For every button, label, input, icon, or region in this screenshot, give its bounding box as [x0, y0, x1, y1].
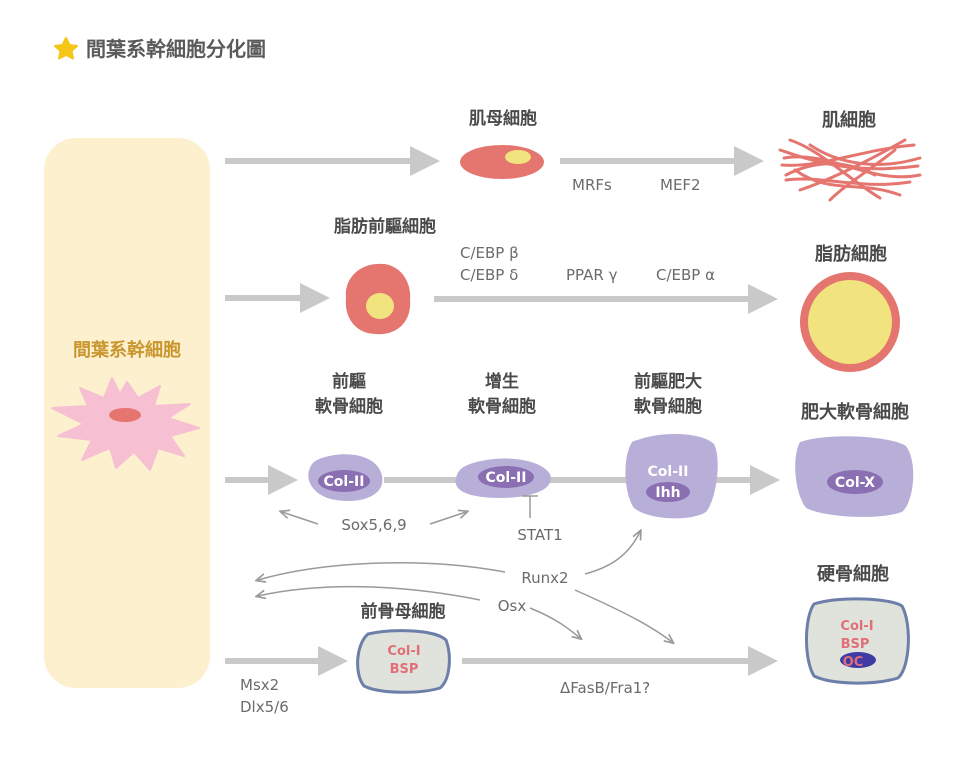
preosteoblast-cell: Col-I BSP [356, 629, 451, 694]
prechondrocyte-label-2: 軟骨細胞 [315, 396, 383, 417]
hypertrophic-label: 肥大軟骨細胞 [800, 401, 909, 423]
stem-cell-label: 間葉系幹細胞 [73, 339, 181, 361]
prehypertrophic-label-2: 軟骨細胞 [634, 396, 702, 417]
factor-cebpb: C/EBP β [460, 244, 519, 262]
factor-msx2: Msx2 [240, 676, 279, 694]
factor-runx2: Runx2 [521, 569, 568, 587]
preadipocyte-cell [345, 263, 411, 335]
preosteoblast-label: 前骨母細胞 [361, 601, 446, 622]
factor-mrfs: MRFs [572, 176, 612, 194]
proliferative-label-1: 增生 [485, 371, 519, 392]
preadipocyte-label: 脂肪前驅細胞 [334, 216, 436, 237]
prechondrocyte-label-1: 前驅 [332, 371, 366, 392]
title-group: 間葉系幹細胞分化圖 [54, 37, 266, 61]
arrow-runx2-up [584, 532, 640, 575]
myoblast-cell [460, 145, 544, 179]
factor-mef2: MEF2 [660, 176, 701, 194]
hypertrophic-cell: Col-X [795, 436, 914, 517]
marker-col2-proliferative: Col-II [486, 470, 527, 486]
factor-dlx: Dlx5/6 [240, 698, 289, 716]
adipocyte-cell [800, 272, 900, 372]
stem-cell-nucleus [109, 408, 141, 422]
marker-bsp-preosteoblast: BSP [390, 662, 419, 677]
factor-fasb: ΔFasB/Fra1? [560, 679, 650, 697]
arrow-runx2-left [258, 562, 506, 580]
osteocyte-label: 硬骨細胞 [817, 563, 889, 585]
proliferative-cell: Col-II [455, 458, 551, 498]
factor-sox: Sox5,6,9 [341, 516, 406, 534]
stem-cell [51, 377, 200, 471]
arrow-sox-left [282, 512, 319, 525]
myocyte-label: 肌細胞 [822, 109, 876, 131]
marker-col1-osteocyte: Col-I [840, 619, 873, 634]
page-title: 間葉系幹細胞分化圖 [86, 37, 266, 61]
adipocyte-label: 脂肪細胞 [815, 243, 887, 265]
myocyte-fibers [778, 138, 922, 202]
marker-col2-prechondro: Col-II [324, 474, 365, 490]
factor-osx: Osx [498, 597, 527, 615]
factor-stat1: STAT1 [517, 526, 562, 544]
arrow-osx-left [258, 585, 481, 601]
stat1-inhibition [522, 495, 538, 518]
arrow-sox-right [429, 512, 466, 525]
osteocyte-cell: Col-I BSP OC [805, 597, 910, 685]
factor-cebpa: C/EBP α [656, 266, 715, 284]
prehypertrophic-label-1: 前驅肥大 [634, 371, 702, 392]
factor-cebpd: C/EBP δ [460, 266, 518, 284]
factor-ppar: PPAR γ [566, 266, 618, 284]
marker-ihh: Ihh [655, 485, 680, 501]
myoblast-label: 肌母細胞 [469, 108, 537, 129]
marker-oc: OC [843, 655, 864, 670]
marker-bsp-osteocyte: BSP [841, 637, 870, 652]
proliferative-label-2: 軟骨細胞 [468, 396, 536, 417]
prehypertrophic-cell: Col-II Ihh [625, 433, 718, 519]
arrow-runx2-down [574, 589, 672, 642]
arrow-osx-down [529, 607, 580, 638]
marker-col2-prehypertrophic: Col-II [648, 464, 689, 480]
marker-col1-preosteoblast: Col-I [387, 644, 420, 659]
marker-colx: Col-X [835, 475, 875, 491]
prechondrocyte-cell: Col-II [308, 454, 383, 501]
star-icon [54, 37, 78, 60]
